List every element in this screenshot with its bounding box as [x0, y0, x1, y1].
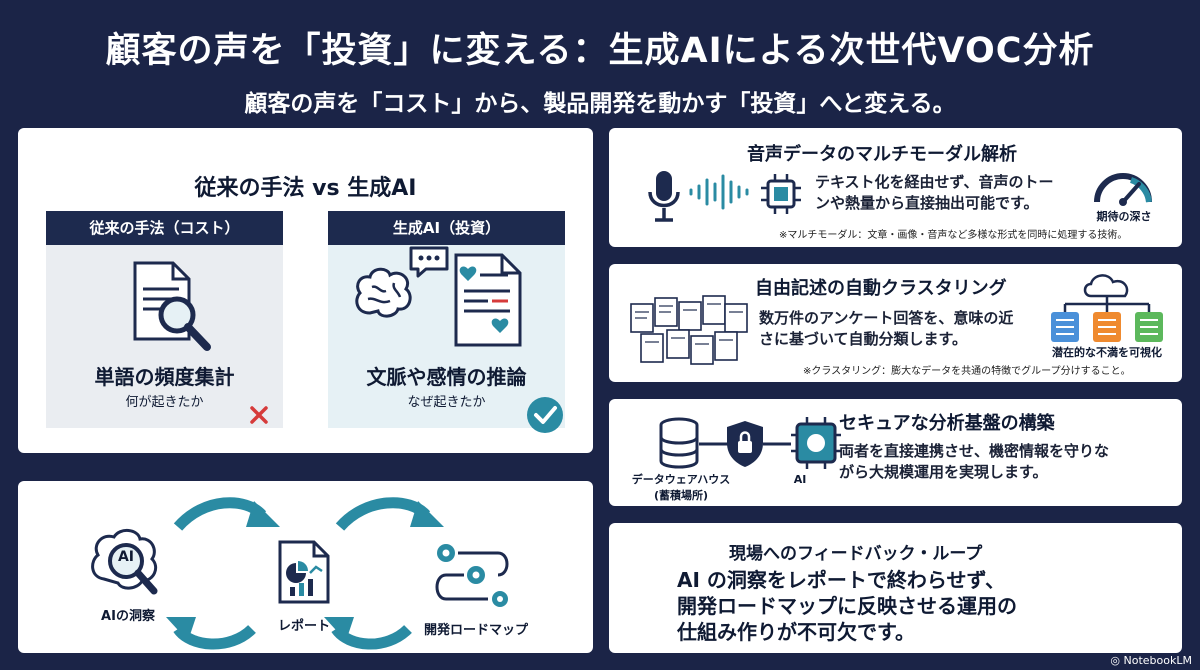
notebooklm-logo: ◎ NotebookLM: [1110, 654, 1192, 667]
clustering-text-line1: 数万件のアンケート回答を、意味の近: [759, 309, 1014, 327]
roadmap-gears-icon: [435, 544, 509, 607]
ai-badge: AI: [117, 549, 135, 565]
feedback-line2: 開発ロードマップに反映させる運用の: [677, 594, 1017, 618]
multimodal-text: テキスト化を経由せず、音声のトー ンや熱量から直接抽出可能です。: [815, 172, 1054, 214]
clustering-text-line2: さに基づいて自動分類します。: [759, 330, 968, 348]
data-warehouse-label-line1: データウェアハウス: [631, 473, 731, 486]
shield-lock-icon: [727, 421, 763, 467]
feedback-panel: 現場へのフィードバック・ループ AI の洞察をレポートで終わらせず、 開発ロード…: [609, 523, 1182, 653]
secure-title: セキュアな分析基盤の構築: [839, 413, 1055, 434]
clustering-panel: 自由記述の自動クラスタリング 数万件のアンケート回答を、意味の近 さに基づいて自…: [609, 264, 1182, 382]
report-icon: [278, 540, 330, 604]
secure-text: 両者を直接連携させ、機密情報を守りな がら大規模運用を実現します。: [839, 441, 1109, 483]
traditional-sub: 何が起きたか: [125, 395, 204, 410]
secure-connection-diagram: [659, 417, 841, 469]
microphone-icon: [648, 171, 680, 222]
comparison-heading: 従来の手法 vs 生成AI: [194, 176, 417, 201]
document-stack-icon: [630, 295, 748, 365]
loop-arrows: [166, 497, 444, 650]
document-search-icon: [133, 261, 211, 351]
ai-insight-label: AIの洞察: [101, 609, 155, 624]
chip-icon: [761, 174, 801, 214]
data-warehouse-label: データウェアハウス (蓄積場所): [617, 471, 745, 503]
data-warehouse-label-line2: (蓄積場所): [653, 489, 709, 502]
traditional-body: 単語の頻度集計 何が起きたか: [46, 245, 283, 428]
traditional-column: 従来の手法（コスト） 単語の頻度集計 何が起きたか: [46, 211, 283, 428]
multimodal-note: ※マルチモーダル：文章・画像・音声など多様な形式を同時に処理する技術。: [779, 230, 1128, 241]
multimodal-title: 音声データのマルチモーダル解析: [747, 144, 1017, 165]
multimodal-text-line2: ンや熱量から直接抽出可能です。: [815, 194, 1039, 212]
loop-panel: AI AIの洞察 レポート 開発ロードマップ: [18, 481, 593, 653]
page-subtitle: 顧客の声を「コスト」から、製品開発を動かす「投資」へと変える。: [244, 91, 956, 117]
feedback-title: 現場へのフィードバック・ループ: [729, 544, 983, 564]
traditional-main: 単語の頻度集計: [94, 365, 235, 389]
ai-body: 文脈や感情の推論 なぜ起きたか: [328, 245, 565, 433]
traditional-header: 従来の手法（コスト）: [46, 211, 283, 245]
feedback-line3: 仕組み作りが不可欠です。: [677, 620, 915, 644]
secure-text-line2: がら大規模運用を実現します。: [839, 463, 1048, 481]
ai-header: 生成AI（投資）: [328, 211, 565, 245]
cluster-cloud-icon: [1051, 274, 1163, 342]
cluster-visual-label: 潜在的な不満を可視化: [1052, 346, 1162, 359]
gauge-label: 期待の深さ: [1096, 210, 1152, 223]
roadmap-label: 開発ロードマップ: [423, 623, 528, 638]
ai-chip-icon: [791, 417, 841, 469]
speech-bubble-icon: [409, 246, 449, 278]
brain-icon: [355, 267, 412, 318]
page-title: 顧客の声を「投資」に変える：生成AIによる次世代VOC分析: [105, 31, 1095, 71]
multimodal-text-line1: テキスト化を経由せず、音声のトー: [815, 173, 1054, 191]
check-icon: [527, 397, 563, 433]
feedback-line1: AI の洞察をレポートで終わらせず、: [677, 568, 1006, 592]
multimodal-panel: 音声データのマルチモーダル解析 テキスト化を経由せず、音声のトー ンや熱量から直…: [609, 128, 1182, 247]
comparison-panel: 従来の手法 vs 生成AI 従来の手法（コスト） 単語の頻度集計 何が起きたか …: [18, 128, 593, 453]
sound-wave-icon: [689, 174, 749, 210]
report-label: レポート: [277, 619, 330, 634]
analyzed-document-icon: [454, 253, 522, 347]
clustering-title: 自由記述の自動クラスタリング: [755, 278, 1007, 299]
ai-column: 生成AI（投資） 文脈や感情の推論 なぜ起きたか: [328, 211, 565, 433]
ai-insight-icon: AI: [88, 527, 164, 599]
ai-main: 文脈や感情の推論: [366, 365, 527, 389]
ai-sub: なぜ起きたか: [407, 395, 486, 410]
feedback-body: AI の洞察をレポートで終わらせず、 開発ロードマップに反映させる運用の 仕組み…: [677, 567, 1017, 645]
ai-label: AI: [793, 473, 807, 486]
logo-icon: ◎: [1110, 654, 1124, 667]
clustering-text: 数万件のアンケート回答を、意味の近 さに基づいて自動分類します。: [759, 308, 1013, 350]
secure-text-line1: 両者を直接連携させ、機密情報を守りな: [839, 442, 1110, 460]
secure-panel: セキュアな分析基盤の構築 データウェアハウス (蓄積場所) AI: [609, 399, 1182, 506]
gauge-icon: [1094, 173, 1152, 206]
database-icon: [659, 417, 699, 469]
brand-label: NotebookLM: [1123, 654, 1192, 667]
cross-icon: [250, 406, 268, 424]
clustering-note: ※クラスタリング：膨大なデータを共通の特徴でグループ分けすること。: [803, 366, 1131, 377]
